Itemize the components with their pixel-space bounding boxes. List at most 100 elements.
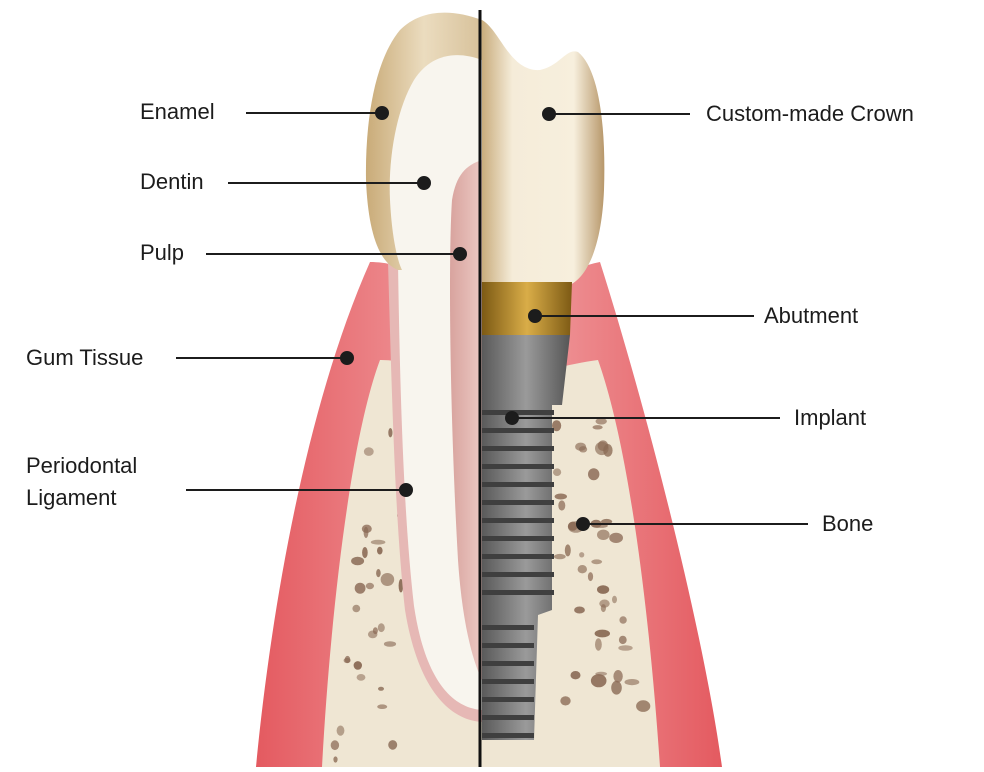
pulp-shape	[450, 160, 482, 680]
bone-pore	[356, 674, 366, 681]
label-bone: Bone	[822, 511, 874, 536]
bone-pore	[378, 686, 384, 691]
bone-pore	[352, 604, 361, 613]
bone-pore	[579, 552, 585, 558]
implant-thread	[482, 697, 534, 702]
label-gum-tissue: Gum Tissue	[26, 345, 144, 370]
bone-pore	[611, 680, 622, 695]
bone-pore	[619, 616, 627, 624]
bone-pore	[574, 606, 585, 614]
bone-pore	[362, 547, 368, 559]
bone-pore	[592, 425, 603, 430]
bone-pore	[612, 595, 617, 604]
bone-pore	[587, 572, 594, 582]
implant-thread	[482, 590, 554, 595]
implant-thread	[482, 518, 554, 523]
implant-thread	[482, 500, 554, 505]
bone-pore	[577, 565, 587, 574]
bone-pore	[554, 493, 567, 500]
abutment-shape	[482, 282, 572, 335]
implant-threads	[482, 410, 554, 738]
bone-pore	[590, 674, 607, 688]
bone-pore	[618, 645, 633, 651]
bone-pore	[377, 546, 383, 555]
bone-pore	[383, 641, 397, 647]
label-pulp: Pulp	[140, 240, 185, 265]
implant-thread	[482, 410, 554, 415]
bone-pore	[595, 638, 602, 651]
implant-thread	[482, 464, 554, 469]
bone-pore	[377, 704, 388, 709]
periodontal-dot	[399, 483, 413, 497]
label-abutment: Abutment	[764, 303, 859, 328]
bone-pore	[388, 740, 398, 750]
implant-thread	[482, 482, 554, 487]
label-enamel: Enamel	[140, 99, 215, 124]
bone-pore	[365, 582, 374, 590]
bone-pore	[588, 468, 600, 481]
bone-pore	[336, 725, 345, 736]
implant-thread	[482, 572, 554, 577]
bone-pore	[570, 671, 581, 680]
label-dentin: Dentin	[140, 169, 204, 194]
bone-pore	[333, 756, 338, 763]
bone-pore	[376, 569, 381, 578]
bone-pore	[601, 518, 613, 525]
bone-pore	[398, 579, 404, 593]
implant-thread	[482, 733, 534, 738]
implant-thread	[482, 428, 554, 433]
implant-thread	[482, 715, 534, 720]
implant-thread	[482, 679, 534, 684]
bone-pore	[613, 670, 623, 683]
enamel-dot	[375, 106, 389, 120]
bone-pore	[351, 556, 365, 566]
bone-pore	[624, 679, 640, 686]
bone-pore	[354, 582, 366, 594]
bone-pore	[361, 524, 372, 533]
bone-dot	[576, 517, 590, 531]
label-implant: Implant	[794, 405, 867, 430]
bone-pore	[363, 447, 374, 456]
bone-pore	[595, 441, 609, 456]
bone-pore	[600, 604, 607, 613]
implant-thread	[482, 643, 534, 648]
bone-pore	[636, 700, 651, 712]
bone-pore	[344, 655, 351, 664]
label-custom-crown: Custom-made Crown	[706, 101, 914, 126]
bone-pore	[560, 696, 571, 706]
bone-pore	[597, 585, 610, 594]
bone-pore	[553, 468, 562, 477]
abutment-dot	[528, 309, 542, 323]
bone-pore	[380, 573, 395, 586]
implant-thread	[482, 625, 534, 630]
bone-pore	[553, 553, 566, 560]
bone-pore	[552, 420, 562, 432]
bone-pore	[595, 418, 607, 425]
bone-pore	[370, 539, 386, 545]
custom-crown-dot	[542, 107, 556, 121]
implant-thread	[482, 536, 554, 541]
bone-pore	[595, 671, 608, 676]
implant-thread	[482, 554, 554, 559]
custom-crown-shape	[482, 20, 605, 285]
bone-pore	[368, 630, 378, 639]
bone-pore	[388, 428, 393, 438]
implant-dot	[505, 411, 519, 425]
bone-pore	[353, 661, 362, 670]
bone-pore	[564, 544, 571, 557]
label-periodontal-line2: Ligament	[26, 485, 117, 510]
implant-thread	[482, 661, 534, 666]
bone-pore	[618, 635, 627, 645]
bone-pore	[609, 532, 623, 544]
bone-pore	[579, 446, 588, 453]
dentin-dot	[417, 176, 431, 190]
bone-pore	[330, 740, 340, 751]
implant-thread	[482, 446, 554, 451]
bone-pore	[558, 500, 566, 511]
bone-pore	[594, 629, 610, 638]
bone-pore	[377, 623, 385, 633]
gum-tissue-dot	[340, 351, 354, 365]
label-periodontal-line1: Periodontal	[26, 453, 138, 478]
bone-pore	[597, 529, 610, 540]
